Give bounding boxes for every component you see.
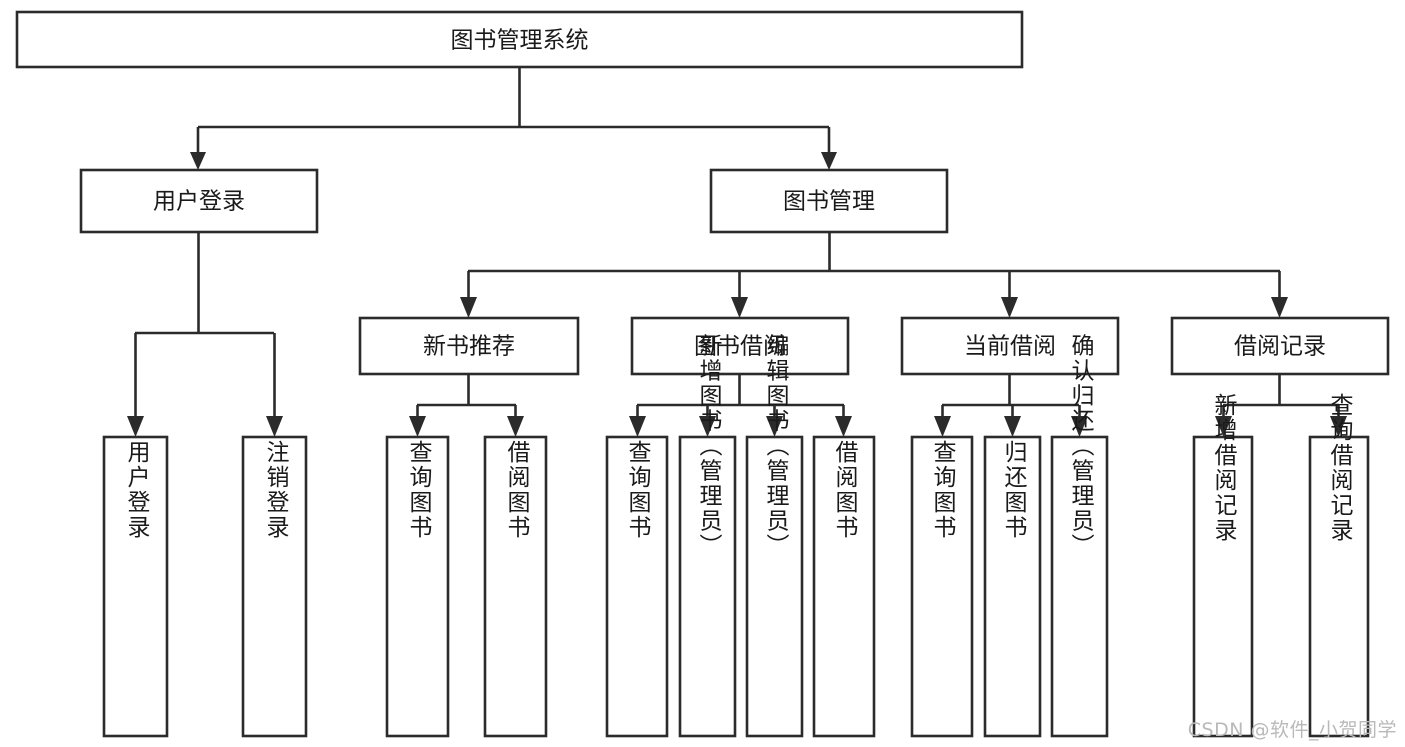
node-leaf-query-books-recommend-label: 查询图书 <box>405 440 433 540</box>
node-leaf-add-borrow-record-box[interactable] <box>1192 435 1254 738</box>
node-user-login-label: 用户登录 <box>153 189 245 215</box>
node-new-book-recommend-box[interactable] <box>358 316 580 376</box>
node-leaf-add-borrow-record-label: 新增借阅记录 <box>1210 393 1238 543</box>
node-leaf-user-login-box[interactable] <box>102 435 169 738</box>
arrowhead-current-borrow <box>1001 297 1018 318</box>
node-leaf-user-login[interactable]: 用户登录 <box>102 435 169 738</box>
arrowhead-query-books-current <box>934 416 951 437</box>
node-leaf-query-books-borrow-box[interactable] <box>605 435 669 738</box>
node-leaf-borrow-book[interactable]: 借阅图书 <box>812 435 876 738</box>
node-new-book-recommend[interactable]: 新书推荐 <box>358 316 580 376</box>
node-leaf-borrow-book-box[interactable] <box>812 435 876 738</box>
node-user-login-box[interactable] <box>79 168 319 234</box>
node-leaf-query-books-borrow-label: 查询图书 <box>624 440 652 540</box>
arrowhead-book-borrow <box>731 297 748 318</box>
node-leaf-return-book-box[interactable] <box>983 435 1042 738</box>
node-leaf-borrow-book-label: 借阅图书 <box>831 440 859 540</box>
node-leaf-query-borrow-record-label: 查询借阅记录 <box>1326 393 1354 543</box>
node-leaf-query-books-current-label: 查询图书 <box>929 440 957 540</box>
node-leaf-query-books-recommend-box[interactable] <box>385 435 450 738</box>
arrowhead-user-login <box>190 152 206 170</box>
node-book-management-box[interactable] <box>709 168 949 234</box>
arrowhead-edit-book-admin <box>766 416 783 437</box>
csdn-watermark: CSDN @软件_小贺同学 <box>1187 719 1397 741</box>
node-leaf-edit-book-admin-box[interactable] <box>745 435 804 738</box>
node-leaf-user-login-label: 用户登录 <box>123 440 151 540</box>
arrowhead-query-borrow-record <box>1330 416 1347 437</box>
node-book-management-label: 图书管理 <box>783 189 875 215</box>
node-borrow-records[interactable]: 借阅记录 <box>1170 316 1390 376</box>
node-new-book-recommend-label: 新书推荐 <box>423 334 515 360</box>
arrowhead-leaf-user-login <box>127 416 144 437</box>
arrowhead-borrow-books-recommend <box>507 416 524 437</box>
node-leaf-confirm-return-admin-label: 确认归还（管理员） <box>1067 334 1095 559</box>
node-leaf-query-books-recommend[interactable]: 查询图书 <box>385 435 450 738</box>
node-root-box[interactable] <box>15 10 1024 69</box>
arrowhead-query-books-borrow <box>629 416 646 437</box>
node-leaf-return-book-label: 归还图书 <box>1000 440 1028 540</box>
node-current-borrow-box[interactable] <box>900 316 1120 376</box>
node-book-borrow[interactable]: 图书借阅 <box>630 316 850 376</box>
node-leaf-add-book-admin-box[interactable] <box>678 435 737 738</box>
node-leaf-logout-label: 注销登录 <box>262 440 290 540</box>
arrowhead-add-book-admin <box>699 416 716 437</box>
node-leaf-return-book[interactable]: 归还图书 <box>983 435 1042 738</box>
node-book-borrow-box[interactable] <box>630 316 850 376</box>
node-current-borrow-label: 当前借阅 <box>964 334 1056 360</box>
arrowhead-return-book <box>1004 416 1021 437</box>
connector-layer <box>127 67 1347 437</box>
arrowhead-book-management <box>821 152 837 170</box>
arrowhead-leaf-logout <box>266 416 283 437</box>
node-current-borrow[interactable]: 当前借阅 <box>900 316 1120 376</box>
node-leaf-borrow-books-recommend-label: 借阅图书 <box>503 440 531 540</box>
node-leaf-query-books-current-box[interactable] <box>910 435 974 738</box>
node-user-login[interactable]: 用户登录 <box>79 168 319 234</box>
node-borrow-records-box[interactable] <box>1170 316 1390 376</box>
node-leaf-borrow-books-recommend[interactable]: 借阅图书 <box>483 435 548 738</box>
node-leaf-add-borrow-record[interactable]: 新增借阅记录 <box>1192 393 1254 738</box>
arrowhead-confirm-return-admin <box>1071 416 1088 437</box>
arrowhead-borrow-book <box>835 416 852 437</box>
node-root-label: 图书管理系统 <box>451 28 589 54</box>
node-book-management[interactable]: 图书管理 <box>709 168 949 234</box>
node-leaf-edit-book-admin[interactable]: 编辑图书（管理员） <box>745 334 804 738</box>
arrowhead-new-book-recommend <box>460 297 477 318</box>
node-leaf-query-borrow-record-box[interactable] <box>1308 435 1370 738</box>
node-leaf-query-books-current[interactable]: 查询图书 <box>910 435 974 738</box>
node-leaf-add-book-admin-label: 新增图书（管理员） <box>695 334 723 559</box>
arrowhead-query-books-recommend <box>409 416 426 437</box>
node-root[interactable]: 图书管理系统 <box>15 10 1024 69</box>
node-leaf-borrow-books-recommend-box[interactable] <box>483 435 548 738</box>
node-book-borrow-label: 图书借阅 <box>694 334 786 360</box>
node-leaf-logout[interactable]: 注销登录 <box>241 435 308 738</box>
node-borrow-records-label: 借阅记录 <box>1234 334 1326 360</box>
node-leaf-query-borrow-record[interactable]: 查询借阅记录 <box>1308 393 1370 738</box>
node-leaf-add-book-admin[interactable]: 新增图书（管理员） <box>678 334 737 738</box>
node-leaf-logout-box[interactable] <box>241 435 308 738</box>
arrowhead-borrow-records <box>1271 297 1288 318</box>
arrowhead-add-borrow-record <box>1215 416 1232 437</box>
node-leaf-query-books-borrow[interactable]: 查询图书 <box>605 435 669 738</box>
node-leaf-confirm-return-admin[interactable]: 确认归还（管理员） <box>1050 334 1109 738</box>
node-leaf-confirm-return-admin-box[interactable] <box>1050 435 1109 738</box>
node-leaf-edit-book-admin-label: 编辑图书（管理员） <box>762 334 790 559</box>
